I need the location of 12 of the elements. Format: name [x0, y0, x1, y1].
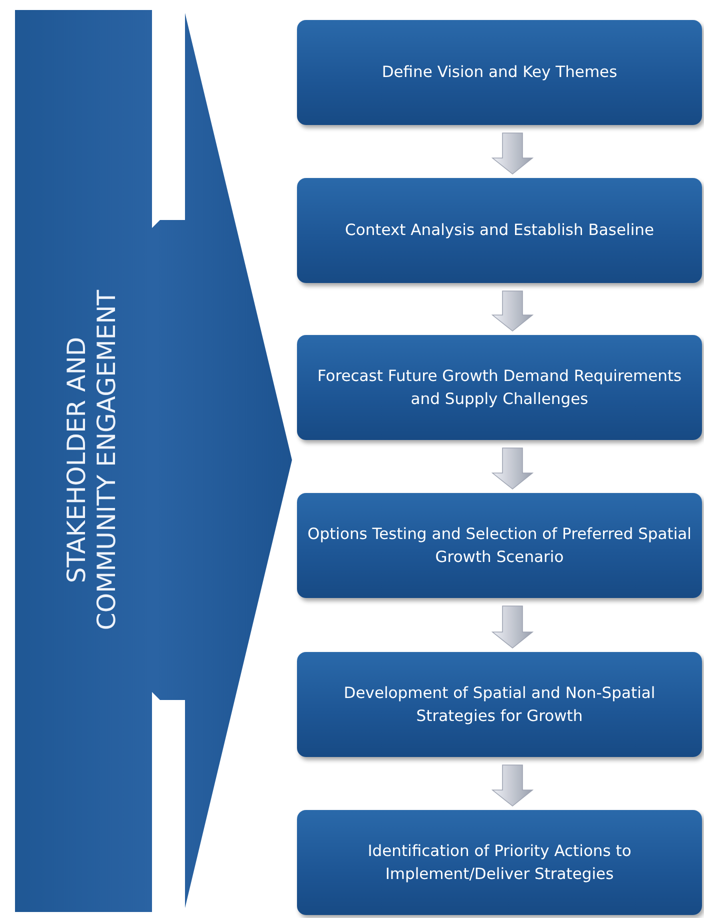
process-box: Define Vision and Key Themes [297, 20, 702, 125]
process-box: Development of Spatial and Non-Spatial Strategies for Growth [297, 652, 702, 757]
process-box: Context Analysis and Establish Baseline [297, 178, 702, 283]
process-box: Forecast Future Growth Demand Requirements and Supply Challenges [297, 335, 702, 440]
down-arrow [491, 764, 534, 807]
vertical-heading: STAKEHOLDER AND COMMUNITY ENGAGEMENT [62, 288, 122, 632]
down-arrow [491, 132, 534, 175]
process-box: Options Testing and Selection of Preferred Spatial Growth Scenario [297, 493, 702, 598]
process-box: Identification of Priority Actions to Implement/Deliver Strategies [297, 810, 702, 915]
down-arrow [491, 606, 534, 649]
down-arrow [491, 448, 534, 490]
down-arrow [491, 290, 534, 332]
